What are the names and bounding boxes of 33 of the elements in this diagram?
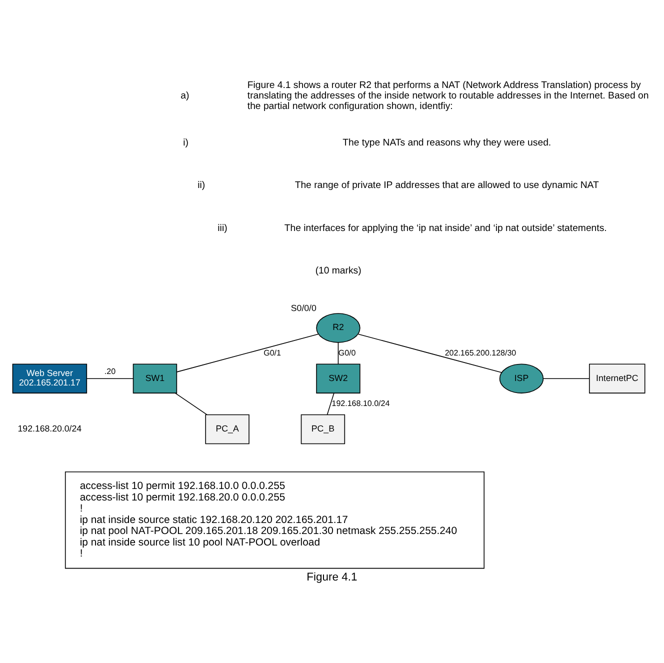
connector xyxy=(175,392,208,415)
label: The interfaces for applying the ‘ip nat inside’ and ‘ip nat outside’ statements. xyxy=(284,222,607,234)
label: i) xyxy=(183,137,188,148)
caption: Figure 4.1 xyxy=(306,571,358,584)
edge-label: 192.168.10.0/24 xyxy=(332,398,390,408)
edge-label: G0/0 xyxy=(338,348,356,357)
label: The type NATs and reasons why they were used. xyxy=(342,137,552,148)
connector xyxy=(338,342,339,364)
label: (10 marks) xyxy=(315,264,362,276)
node-ellipse: R2 xyxy=(316,312,360,342)
node-box: PC_B xyxy=(300,414,346,444)
node-box: Web Server 202.165.201.17 xyxy=(12,363,88,393)
label: 192.168.20.0/24 xyxy=(18,423,82,434)
node-box: SW1 xyxy=(132,363,178,393)
label: ii) xyxy=(198,180,206,191)
node-box: PC_A xyxy=(205,414,250,444)
node-label: S0/0/0 xyxy=(290,302,316,312)
edge-label: .20 xyxy=(104,366,116,376)
node-ellipse: ISP xyxy=(499,363,544,393)
connector xyxy=(86,378,134,379)
label: a) xyxy=(180,90,190,102)
connector xyxy=(543,378,590,379)
label: Figure 4.1 shows a router R2 that performs a NAT (Network Address Translation) process by translating the addresses of the inside network to routable addresses in the Internet. Based on the partial network configuration shown, identfiy: xyxy=(247,80,649,112)
connector xyxy=(326,392,334,415)
node-box: SW2 xyxy=(316,363,360,393)
connector xyxy=(176,333,319,372)
edge-label: G0/1 xyxy=(264,348,282,357)
node-box: InternetPC xyxy=(589,363,646,393)
label: The range of private IP addresses that are allowed to use dynamic NAT xyxy=(294,180,599,191)
node-box: access-list 10 permit 192.168.10.0 0.0.0.255 access-list 10 permit 192.168.20.0 0.0.0.255 ! ip nat inside source static 192.168.20.120 202.165.201.17 ip nat pool NAT-POOL 209.165.201.18 209.165.201.30 netmask 255.255.255.240 ip nat inside source list 10 pool NAT-POOL overload ! xyxy=(64,470,484,568)
connector xyxy=(358,333,502,372)
label: iii) xyxy=(218,222,228,234)
edge-label: 202.165.200.128/30 xyxy=(444,348,516,357)
